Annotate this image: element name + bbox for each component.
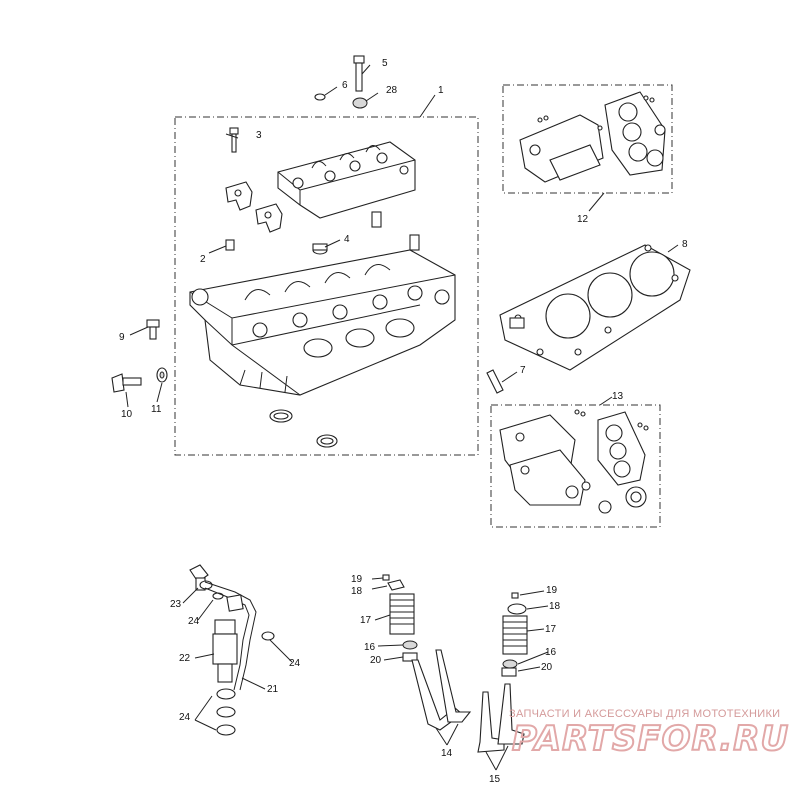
callout-13: 13 xyxy=(612,391,624,402)
callout-17-right: 17 xyxy=(545,624,557,635)
callout-6: 6 xyxy=(342,80,348,91)
leader-13 xyxy=(599,396,613,406)
washer-6 xyxy=(314,93,326,101)
head-gasket-8 xyxy=(499,244,691,371)
callout-16-right: 16 xyxy=(545,647,557,658)
gasket-set-13 xyxy=(499,409,649,514)
watermark-tagline: ЗАПЧАСТИ И АКСЕССУАРЫ ДЛЯ МОТОТЕХНИКИ xyxy=(509,708,780,720)
oil-feed-assembly xyxy=(189,564,275,736)
bolt-5 xyxy=(353,55,365,92)
callout-14: 14 xyxy=(441,748,453,759)
callout-24-right: 24 xyxy=(289,658,301,669)
callout-17: 17 xyxy=(360,615,372,626)
callout-24: 24 xyxy=(188,616,200,627)
tappets xyxy=(312,211,420,255)
callout-23: 23 xyxy=(170,599,182,610)
leader-lines xyxy=(125,64,436,408)
callout-19: 19 xyxy=(351,574,363,585)
sensor-10 xyxy=(111,373,142,393)
callout-20-right: 20 xyxy=(541,662,553,673)
callout-18: 18 xyxy=(351,586,363,597)
cylinder-head-group-frame xyxy=(174,116,479,456)
callout-labels: 1 2 3 4 5 6 28 7 8 9 10 11 12 13 14 15 1… xyxy=(119,58,688,785)
leader-lines-oil xyxy=(182,587,293,731)
leader-lines-valves xyxy=(371,577,549,771)
leader-7 xyxy=(501,371,518,383)
callout-16: 16 xyxy=(364,642,376,653)
valve-train-left xyxy=(382,574,472,731)
callout-24-lower: 24 xyxy=(179,712,191,723)
seal-ring-inner xyxy=(320,437,334,445)
callout-5: 5 xyxy=(382,58,388,69)
callout-22: 22 xyxy=(179,653,191,664)
bolt-3 xyxy=(229,127,239,153)
cam-caps xyxy=(225,181,283,233)
washer-11-hole xyxy=(159,371,165,379)
seal-28 xyxy=(352,97,368,109)
cylinder-head xyxy=(189,249,456,396)
watermark-logo: PARTSFOR.RU xyxy=(512,719,789,759)
callout-20: 20 xyxy=(370,655,382,666)
gasket-set-12-frame xyxy=(502,84,673,194)
callout-11: 11 xyxy=(151,404,162,415)
bolt-9 xyxy=(146,319,160,340)
gasket-set-13-frame xyxy=(490,404,661,528)
dowel-2 xyxy=(225,239,235,251)
leader-12 xyxy=(588,192,605,212)
dowel-7 xyxy=(486,369,504,394)
callout-4: 4 xyxy=(344,234,350,245)
valve-train-right xyxy=(477,592,528,753)
leader-8 xyxy=(667,244,679,253)
callout-15: 15 xyxy=(489,774,501,785)
gasket-set-12 xyxy=(519,91,666,183)
callout-21: 21 xyxy=(267,684,279,695)
callout-12: 12 xyxy=(577,214,589,225)
seal-ring-inner xyxy=(273,412,289,420)
callout-3: 3 xyxy=(256,130,262,141)
cam-carrier xyxy=(277,141,416,219)
callout-2: 2 xyxy=(200,254,206,265)
callout-19-right: 19 xyxy=(546,585,558,596)
callout-9: 9 xyxy=(119,332,125,343)
callout-28: 28 xyxy=(386,85,398,96)
callout-1: 1 xyxy=(438,85,444,96)
callout-8: 8 xyxy=(682,239,688,250)
callout-10: 10 xyxy=(121,409,133,420)
callout-18-right: 18 xyxy=(549,601,561,612)
callout-7: 7 xyxy=(520,365,526,376)
